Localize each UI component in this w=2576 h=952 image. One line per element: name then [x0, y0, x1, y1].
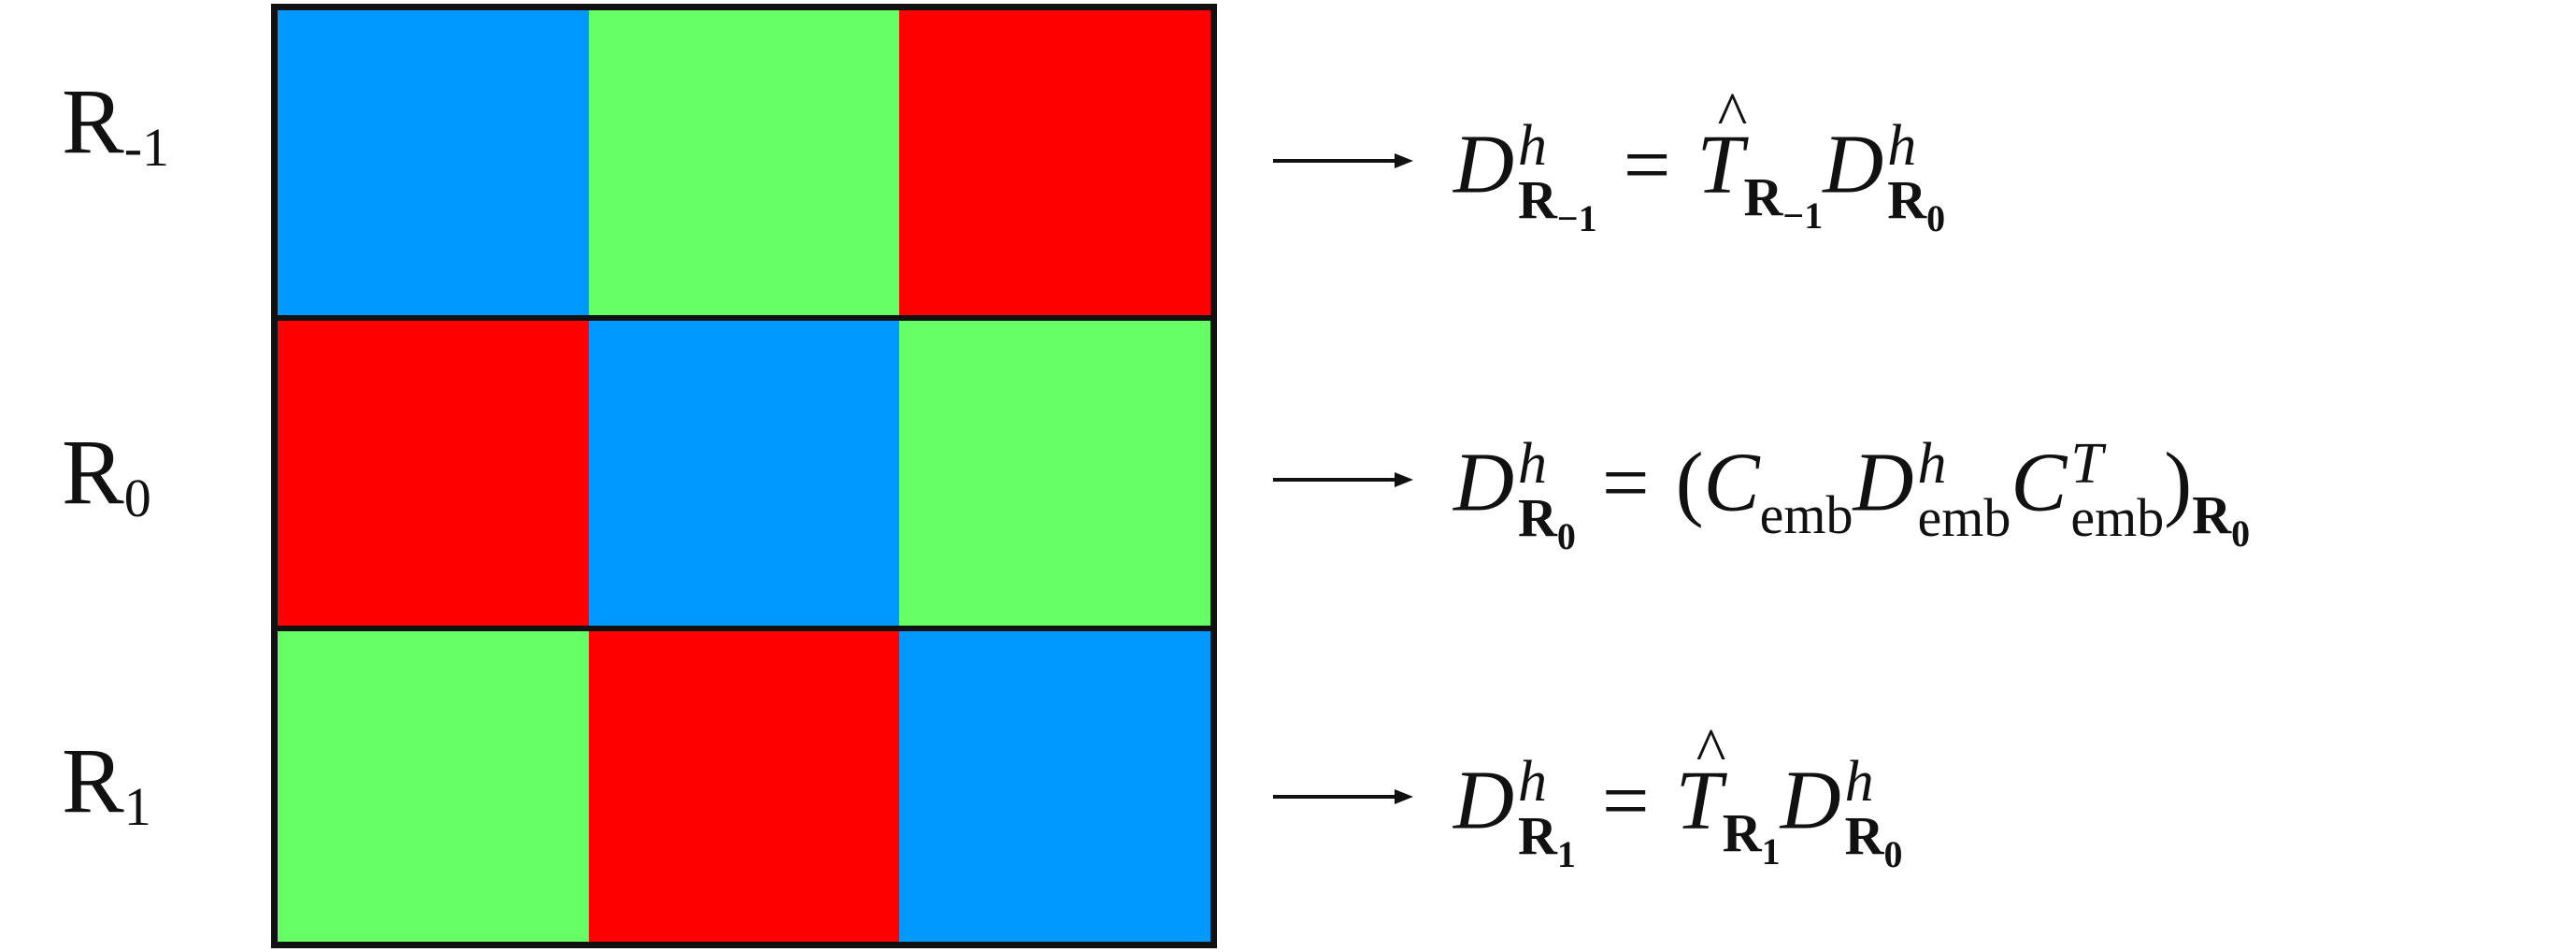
row-label-sub: -1: [123, 117, 170, 178]
grid-cell: [278, 631, 589, 942]
right-arrow-icon: [1273, 153, 1413, 168]
superscript-h: h: [1518, 114, 1547, 178]
color-grid: [271, 4, 1217, 948]
superscript-h: h: [1518, 432, 1547, 496]
symbol-t-hat: T: [1696, 82, 1747, 208]
subscript-r0: R0: [1887, 173, 1945, 238]
right-arrow-icon: [1273, 789, 1413, 804]
row-label-sub: 1: [123, 776, 151, 837]
subscript-emb: emb: [1759, 483, 1853, 545]
grid-cell: [278, 321, 589, 631]
equals-sign: =: [1601, 754, 1650, 847]
symbol-r: R: [1844, 805, 1884, 866]
superscript-h: h: [1518, 750, 1547, 814]
symbol-r: R: [1518, 487, 1557, 548]
symbol-d: D: [1453, 754, 1514, 847]
superscript-h: h: [1844, 750, 1874, 814]
grid-cell: [588, 631, 900, 942]
subscript-emb: emb: [2070, 487, 2165, 548]
grid-cell: [899, 631, 1210, 942]
symbol-d: D: [1853, 436, 1914, 529]
row-label-sub: 0: [123, 468, 151, 528]
symbol-r: R: [1518, 805, 1557, 866]
subscript-r0: R0: [1518, 491, 1576, 555]
index-0: 0: [1556, 515, 1576, 557]
row-label-main: R: [62, 420, 124, 524]
row-label-r1: R1: [62, 734, 151, 834]
grid-cell: [278, 10, 589, 321]
superscript-h: h: [1917, 432, 1947, 496]
superscript-t: T: [2070, 432, 2103, 496]
subscript-r1: R1: [1518, 809, 1576, 873]
symbol-r: R: [2192, 483, 2232, 545]
symbol-c: C: [1703, 436, 1760, 529]
grid-cell: [899, 321, 1210, 631]
superscript-h: h: [1887, 114, 1917, 178]
grid-cell: [899, 10, 1210, 321]
subscript-emb: emb: [1917, 487, 2011, 548]
index-minus1: −1: [1782, 194, 1824, 237]
symbol-d: D: [1453, 118, 1514, 211]
grid-cell: [588, 321, 900, 631]
equals-sign: =: [1601, 436, 1650, 529]
subscript-r0: R0: [2192, 483, 2250, 552]
symbol-d: D: [1780, 754, 1841, 847]
row-label-main: R: [62, 69, 124, 173]
row-label-r0: R0: [62, 426, 151, 526]
symbol-t-hat: T: [1676, 718, 1726, 844]
index-0: 0: [1926, 197, 1946, 239]
row-label-r-minus1: R-1: [62, 75, 169, 175]
equals-sign: =: [1623, 118, 1671, 211]
index-0: 0: [1883, 833, 1903, 875]
right-paren: ): [2164, 436, 2193, 529]
index-minus1: −1: [1556, 197, 1597, 239]
subscript-r1: R1: [1722, 801, 1781, 870]
subscript-r-minus1: R−1: [1518, 173, 1597, 238]
row-label-main: R: [62, 728, 124, 832]
index-0: 0: [2231, 512, 2251, 555]
symbol-r: R: [1743, 166, 1783, 227]
index-1: 1: [1761, 829, 1781, 873]
right-arrow-icon: [1273, 472, 1413, 487]
index-1: 1: [1556, 833, 1576, 875]
symbol-r: R: [1887, 169, 1927, 230]
left-paren: (: [1675, 436, 1704, 529]
symbol-d: D: [1823, 118, 1884, 211]
grid-cell: [588, 10, 900, 321]
subscript-r0: R0: [1845, 809, 1903, 873]
symbol-r: R: [1722, 801, 1762, 863]
symbol-r: R: [1518, 169, 1557, 230]
symbol-c: C: [2011, 436, 2068, 529]
symbol-d: D: [1453, 436, 1514, 529]
subscript-r-minus1: R−1: [1743, 166, 1824, 234]
